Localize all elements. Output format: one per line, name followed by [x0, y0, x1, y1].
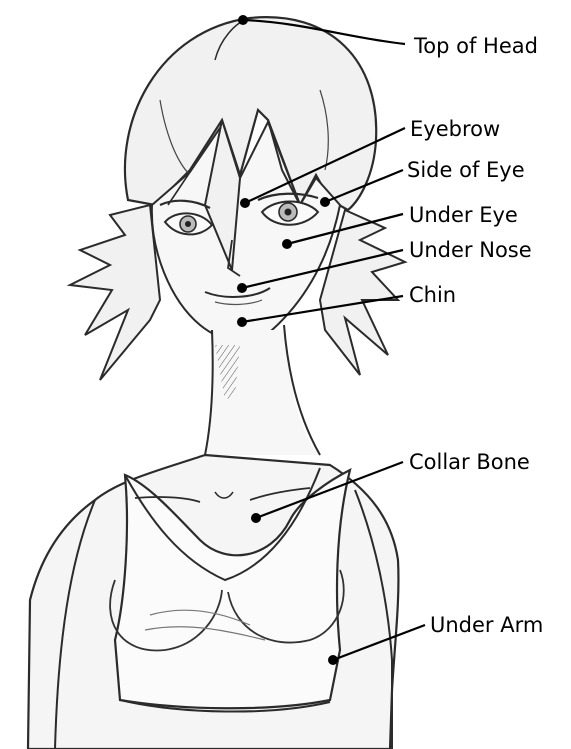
- label-collar-bone: Collar Bone: [409, 452, 530, 473]
- label-chin: Chin: [409, 285, 456, 306]
- label-side-of-eye: Side of Eye: [407, 160, 525, 181]
- label-eyebrow: Eyebrow: [410, 119, 500, 140]
- label-under-eye: Under Eye: [409, 205, 518, 226]
- label-top-of-head: Top of Head: [414, 36, 538, 57]
- hair-left-strands: [70, 205, 160, 380]
- label-under-arm: Under Arm: [430, 615, 543, 636]
- label-under-nose: Under Nose: [409, 240, 532, 261]
